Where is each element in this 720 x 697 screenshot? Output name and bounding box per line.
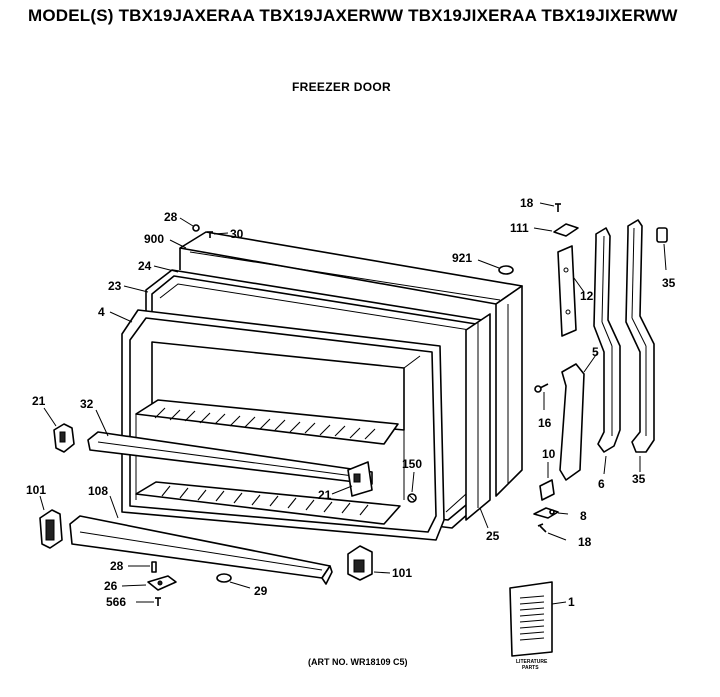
- callout-23: 23: [108, 279, 122, 293]
- callout-28-top: 28: [164, 210, 178, 224]
- plug-921: [477, 259, 514, 275]
- hinge-plate-12: [557, 245, 585, 337]
- shelf-bar: [87, 431, 373, 485]
- callout-5: 5: [592, 345, 599, 359]
- callout-900: 900: [144, 232, 164, 246]
- upper-shelf-ribs: [154, 407, 376, 440]
- leader-21: [331, 485, 353, 495]
- callout-1: 1: [568, 595, 575, 609]
- literature-caption-1: LITERATURE: [516, 659, 548, 665]
- end-cap-101-left: [39, 495, 63, 549]
- clip-28-bottom: [128, 561, 157, 573]
- screw-28-top: [179, 217, 200, 232]
- callout-6: 6: [598, 477, 605, 491]
- callout-10: 10: [542, 447, 556, 461]
- callout-111: 111: [510, 221, 529, 235]
- callout-18-bottom: 18: [578, 535, 592, 549]
- callout-35-top: 35: [662, 276, 676, 290]
- screw-30: [207, 231, 229, 238]
- leader-108: [109, 495, 119, 519]
- hinge-5: [559, 351, 599, 481]
- callout-21-left: 21: [32, 394, 46, 408]
- callout-21-mid: 21: [318, 488, 332, 502]
- handle-6: [593, 227, 621, 475]
- handle-cap-35: [656, 227, 668, 271]
- callout-150: 150: [402, 457, 422, 471]
- lower-shelf-ribs: [161, 485, 369, 516]
- leader-900: [169, 239, 187, 249]
- screw-16: [534, 383, 549, 410]
- cap-29: [216, 573, 251, 589]
- callout-566: 566: [106, 595, 126, 609]
- bracket-26: [121, 575, 177, 591]
- callout-28-bottom: 28: [110, 559, 124, 573]
- hinge-pin-8: [533, 507, 569, 519]
- callout-101-left: 101: [26, 483, 46, 497]
- callout-25: 25: [486, 529, 500, 543]
- handle-trim-35: [625, 219, 655, 472]
- callout-32: 32: [80, 397, 94, 411]
- leader-24: [153, 265, 179, 273]
- callout-35-bottom: 35: [632, 472, 646, 486]
- screw-150: [407, 471, 417, 503]
- callout-108: 108: [88, 484, 108, 498]
- art-number: (ART NO. WR18109 C5): [308, 657, 408, 667]
- screw-566: [136, 597, 161, 606]
- literature-caption-2: PARTS: [522, 665, 539, 671]
- bottom-rail: [69, 515, 333, 585]
- leader-23: [123, 285, 149, 293]
- callout-26: 26: [104, 579, 118, 593]
- callout-24: 24: [138, 259, 152, 273]
- literature-booklet: LITERATURE PARTS: [509, 581, 567, 671]
- callout-16: 16: [538, 416, 552, 430]
- door-stop-10: [539, 462, 555, 501]
- callout-101-right: 101: [392, 566, 412, 580]
- leader-25: [479, 507, 489, 529]
- callout-18-top: 18: [520, 196, 534, 210]
- screw-18-bottom: [537, 523, 567, 541]
- model-numbers: MODEL(S) TBX19JAXERAA TBX19JAXERWW TBX19…: [28, 6, 678, 25]
- callout-29: 29: [254, 584, 268, 598]
- screw-18-top: [539, 202, 561, 212]
- leader-4: [109, 311, 133, 323]
- callout-8: 8: [580, 509, 587, 523]
- callout-12: 12: [580, 289, 594, 303]
- leader-32: [95, 409, 109, 437]
- callout-30: 30: [230, 227, 244, 241]
- diagram-title: FREEZER DOOR: [292, 80, 391, 94]
- shelf-end-cap: [347, 461, 373, 497]
- end-cap-21-left: [43, 407, 75, 453]
- door-liner: [121, 309, 445, 541]
- end-cap-101-right: [347, 545, 391, 581]
- callout-4: 4: [98, 305, 105, 319]
- hinge-bracket-111: [533, 223, 579, 237]
- callout-921: 921: [452, 251, 472, 265]
- outer-door-panel: [179, 231, 523, 497]
